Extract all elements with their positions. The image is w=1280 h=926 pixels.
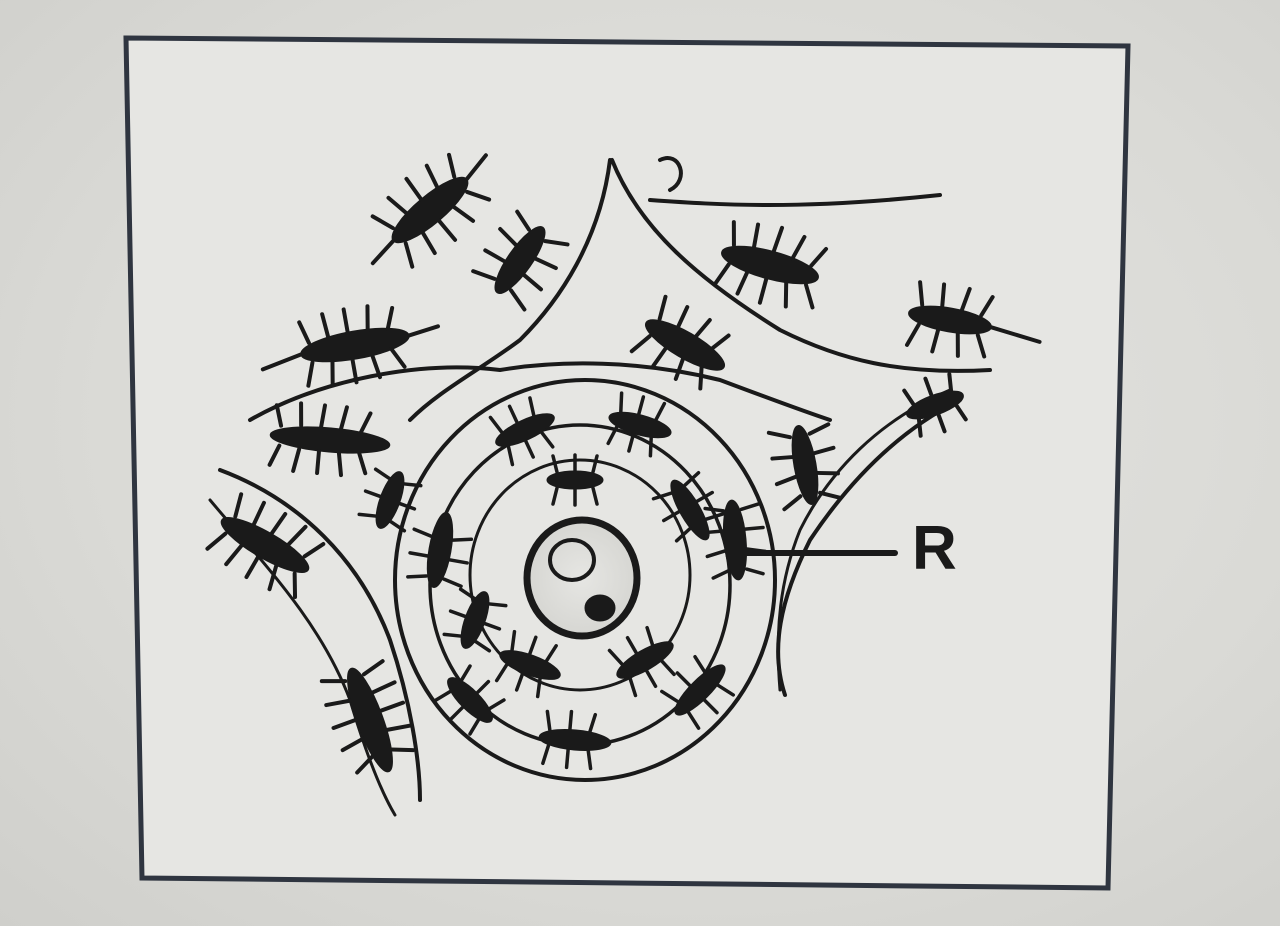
osteocyte [205, 492, 326, 599]
osteocyte [357, 467, 423, 533]
interstitial-lamella-left-2 [218, 468, 422, 802]
osteocyte [488, 396, 555, 467]
interstitial-lamella-right-2 [776, 388, 952, 692]
outer-lamella-ring [393, 378, 777, 782]
osteocyte [370, 152, 492, 269]
osteocyte [471, 209, 570, 312]
osteocyte [607, 625, 676, 698]
osteocyte [766, 422, 842, 512]
osteocyte [629, 294, 731, 391]
osteocyte [442, 587, 508, 653]
interstitial-lamella-top-2 [610, 158, 992, 373]
osteocyte [434, 664, 506, 736]
osteocyte [651, 471, 726, 543]
osteocyte [260, 304, 441, 388]
canal-nerve [584, 594, 616, 622]
osteocyte [902, 372, 968, 438]
osteocyte [319, 659, 415, 775]
osteocyte [713, 220, 829, 310]
canal-blood-vessel [548, 538, 596, 582]
label-r: R [912, 514, 957, 583]
osteocyte [267, 401, 391, 478]
osteocyte [660, 655, 735, 730]
osteocyte [905, 280, 1042, 359]
interstitial-lamella-top-3 [648, 193, 942, 207]
frame-border [123, 35, 1131, 891]
osteocyte [546, 453, 604, 507]
osteocyte [606, 391, 672, 458]
inner-lamella-ring [468, 458, 692, 692]
osteocyte [538, 709, 612, 771]
osteocytes [205, 152, 1042, 775]
interstitial-lamella-top-4 [658, 156, 683, 192]
interstitial-lamella-left [248, 361, 832, 422]
osteocyte [494, 629, 561, 699]
frame-paper [126, 38, 1128, 888]
interstitial-lamella-top [408, 158, 612, 422]
osteocyte [406, 512, 474, 588]
